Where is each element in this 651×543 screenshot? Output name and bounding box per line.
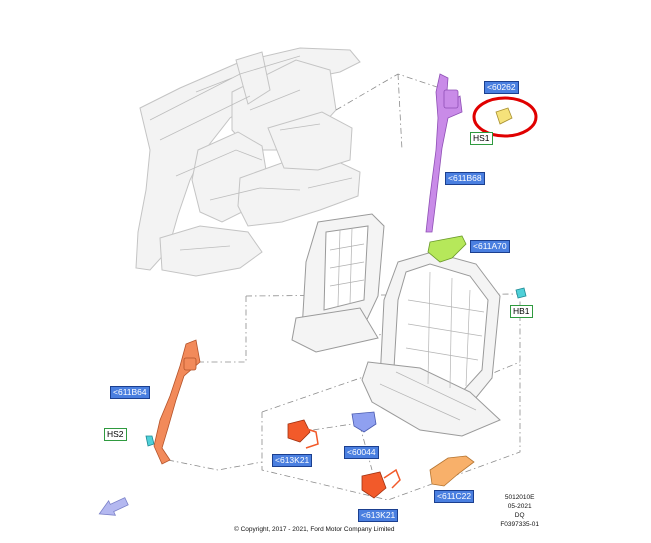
- rear-seat-frame-left-grid: [329, 227, 365, 307]
- callout-hb1[interactable]: HB1: [510, 305, 533, 318]
- part-611A70[interactable]: [427, 235, 467, 263]
- callout-611C22[interactable]: <611C22: [434, 490, 475, 503]
- stamp-line-3: DQ: [514, 512, 525, 519]
- rear-seat-frame-left: [291, 213, 385, 353]
- callout-611A70[interactable]: <611A70: [470, 240, 510, 253]
- vehicle-body-detail-lines: [149, 55, 353, 251]
- callout-611B64[interactable]: <611B64: [110, 386, 150, 399]
- stamp-line-2: 05-2021: [507, 503, 532, 510]
- callout-hs2[interactable]: HS2: [104, 428, 127, 441]
- rear-seat-frame-main: [361, 251, 501, 437]
- seat-belt-lower-611B64[interactable]: [153, 339, 201, 465]
- direction-arrow-icon: [98, 497, 129, 516]
- buckle-613K21-left[interactable]: [287, 419, 319, 449]
- part-60044[interactable]: [351, 411, 377, 433]
- callout-611B68[interactable]: <611B68: [445, 172, 485, 185]
- part-611C22[interactable]: [429, 455, 475, 487]
- clip-hb1[interactable]: [515, 287, 527, 299]
- callout-60262[interactable]: <60262: [484, 81, 519, 94]
- rear-seat-frame-main-grid: [379, 271, 485, 421]
- callout-60044[interactable]: <60044: [344, 446, 379, 459]
- stamp-line-4: F0397335-01: [500, 521, 539, 528]
- highlight-ellipse: [472, 96, 538, 138]
- copyright-notice: © Copyright, 2017 - 2021, Ford Motor Com…: [234, 526, 395, 533]
- drawing-stamp: 5012010E 05-2021 DQ F0397335-01: [500, 493, 539, 529]
- seat-belt-upper-611B68[interactable]: [425, 73, 463, 233]
- callout-613K21-left[interactable]: <613K21: [272, 454, 313, 467]
- callout-hs1[interactable]: HS1: [470, 132, 493, 145]
- buckle-613K21-right[interactable]: [361, 468, 401, 499]
- callout-613K21-right[interactable]: <613K21: [358, 509, 399, 522]
- clip-hs2[interactable]: [145, 435, 155, 447]
- stamp-line-1: 5012010E: [504, 494, 535, 501]
- part-60262[interactable]: [495, 107, 513, 125]
